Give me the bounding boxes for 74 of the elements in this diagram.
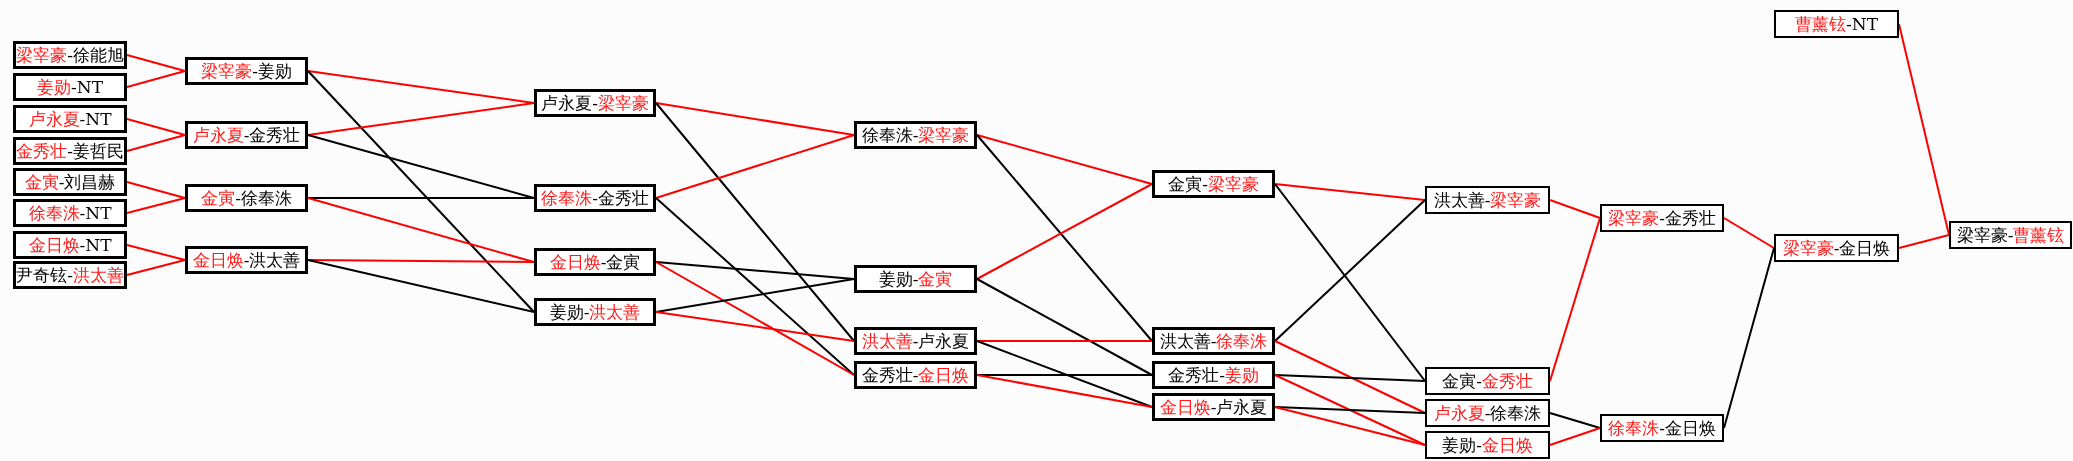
match-box: 徐奉洙-金日焕 [1600, 414, 1724, 442]
match-box: 洪太善-徐奉洙 [1152, 327, 1275, 355]
connector-line [126, 259, 186, 276]
match-box: 金秀壮-姜哲民 [13, 137, 127, 165]
connector-line [1549, 427, 1601, 446]
match-box: 卢永夏-梁宰豪 [534, 89, 656, 117]
connector-line [976, 374, 1153, 408]
connector-line [1274, 374, 1426, 382]
connector-line [655, 261, 855, 376]
connector-line [976, 340, 1153, 342]
match-box: 卢永夏-金秀壮 [185, 121, 308, 149]
connector-line [655, 197, 855, 376]
match-box: 姜勋-金寅 [854, 265, 977, 293]
connector-line [307, 197, 535, 263]
match-box: 金秀壮-金日焕 [854, 361, 977, 389]
match-box: 姜勋-洪太善 [534, 298, 656, 326]
connector-line [976, 183, 1153, 280]
match-box: 金秀壮-姜勋 [1152, 361, 1275, 389]
connector-line [307, 259, 535, 263]
match-box: 洪太善-卢永夏 [854, 327, 977, 355]
match-box: 金日焕-金寅 [534, 248, 656, 276]
connector-line [976, 134, 1153, 185]
connector-line [126, 244, 186, 261]
connector-line [976, 340, 1153, 408]
match-box: 卢永夏-徐奉洙 [1425, 399, 1550, 427]
match-box: 徐奉洙-NT [13, 199, 127, 227]
match-box: 梁宰豪-金秀壮 [1600, 204, 1724, 232]
connector-line [1274, 374, 1426, 446]
connector-line [1274, 406, 1426, 446]
connector-line [1274, 199, 1426, 342]
match-box: 金日焕-洪太善 [185, 246, 308, 274]
connector-line [307, 70, 535, 313]
connector-line [126, 70, 186, 88]
match-box: 金寅-徐奉洙 [185, 184, 308, 212]
connector-line [655, 102, 855, 342]
match-box: 徐奉洙-梁宰豪 [854, 121, 977, 149]
connector-line [976, 278, 1153, 376]
connector-line [1549, 199, 1601, 219]
connector-line [307, 197, 535, 199]
connector-line [126, 118, 186, 136]
connector-line [1274, 340, 1426, 414]
match-box: 姜勋-NT [13, 73, 127, 101]
match-box: 尹奇铉-洪太善 [13, 261, 127, 289]
match-box: 梁宰豪-金日焕 [1774, 234, 1899, 262]
connector-line [126, 181, 186, 199]
connector-line [1274, 406, 1426, 414]
connector-line [126, 197, 186, 214]
connector-line [655, 102, 855, 136]
connector-line [1549, 412, 1601, 429]
connector-line [655, 134, 855, 199]
connector-line [976, 134, 1153, 342]
match-box: 洪太善-梁宰豪 [1425, 186, 1550, 214]
connector-line [1723, 217, 1775, 249]
match-box: 金寅-金秀壮 [1425, 367, 1550, 395]
connector-line [126, 54, 186, 72]
match-box: 金寅-刘昌赫 [13, 168, 127, 196]
connector-line [307, 102, 535, 136]
connector-line [655, 311, 855, 342]
connector-line [307, 259, 535, 313]
match-box: 曹薰铉-NT [1774, 10, 1899, 38]
connector-line [126, 134, 186, 152]
match-box: 金日焕-卢永夏 [1152, 393, 1275, 421]
match-box: 徐奉洙-金秀壮 [534, 184, 656, 212]
connector-line [307, 134, 535, 199]
connector-line [1274, 183, 1426, 382]
match-box: 梁宰豪-姜勋 [185, 57, 308, 85]
connector-line [1274, 183, 1426, 201]
match-box: 金寅-梁宰豪 [1152, 170, 1275, 198]
match-box: 卢永夏-NT [13, 105, 127, 133]
match-box: 姜勋-金日焕 [1425, 431, 1550, 459]
match-box: 梁宰豪-曹薰铉 [1949, 221, 2072, 249]
connector-line [1898, 234, 1950, 249]
match-box: 梁宰豪-徐能旭 [13, 41, 127, 69]
match-box: 金日焕-NT [13, 231, 127, 259]
